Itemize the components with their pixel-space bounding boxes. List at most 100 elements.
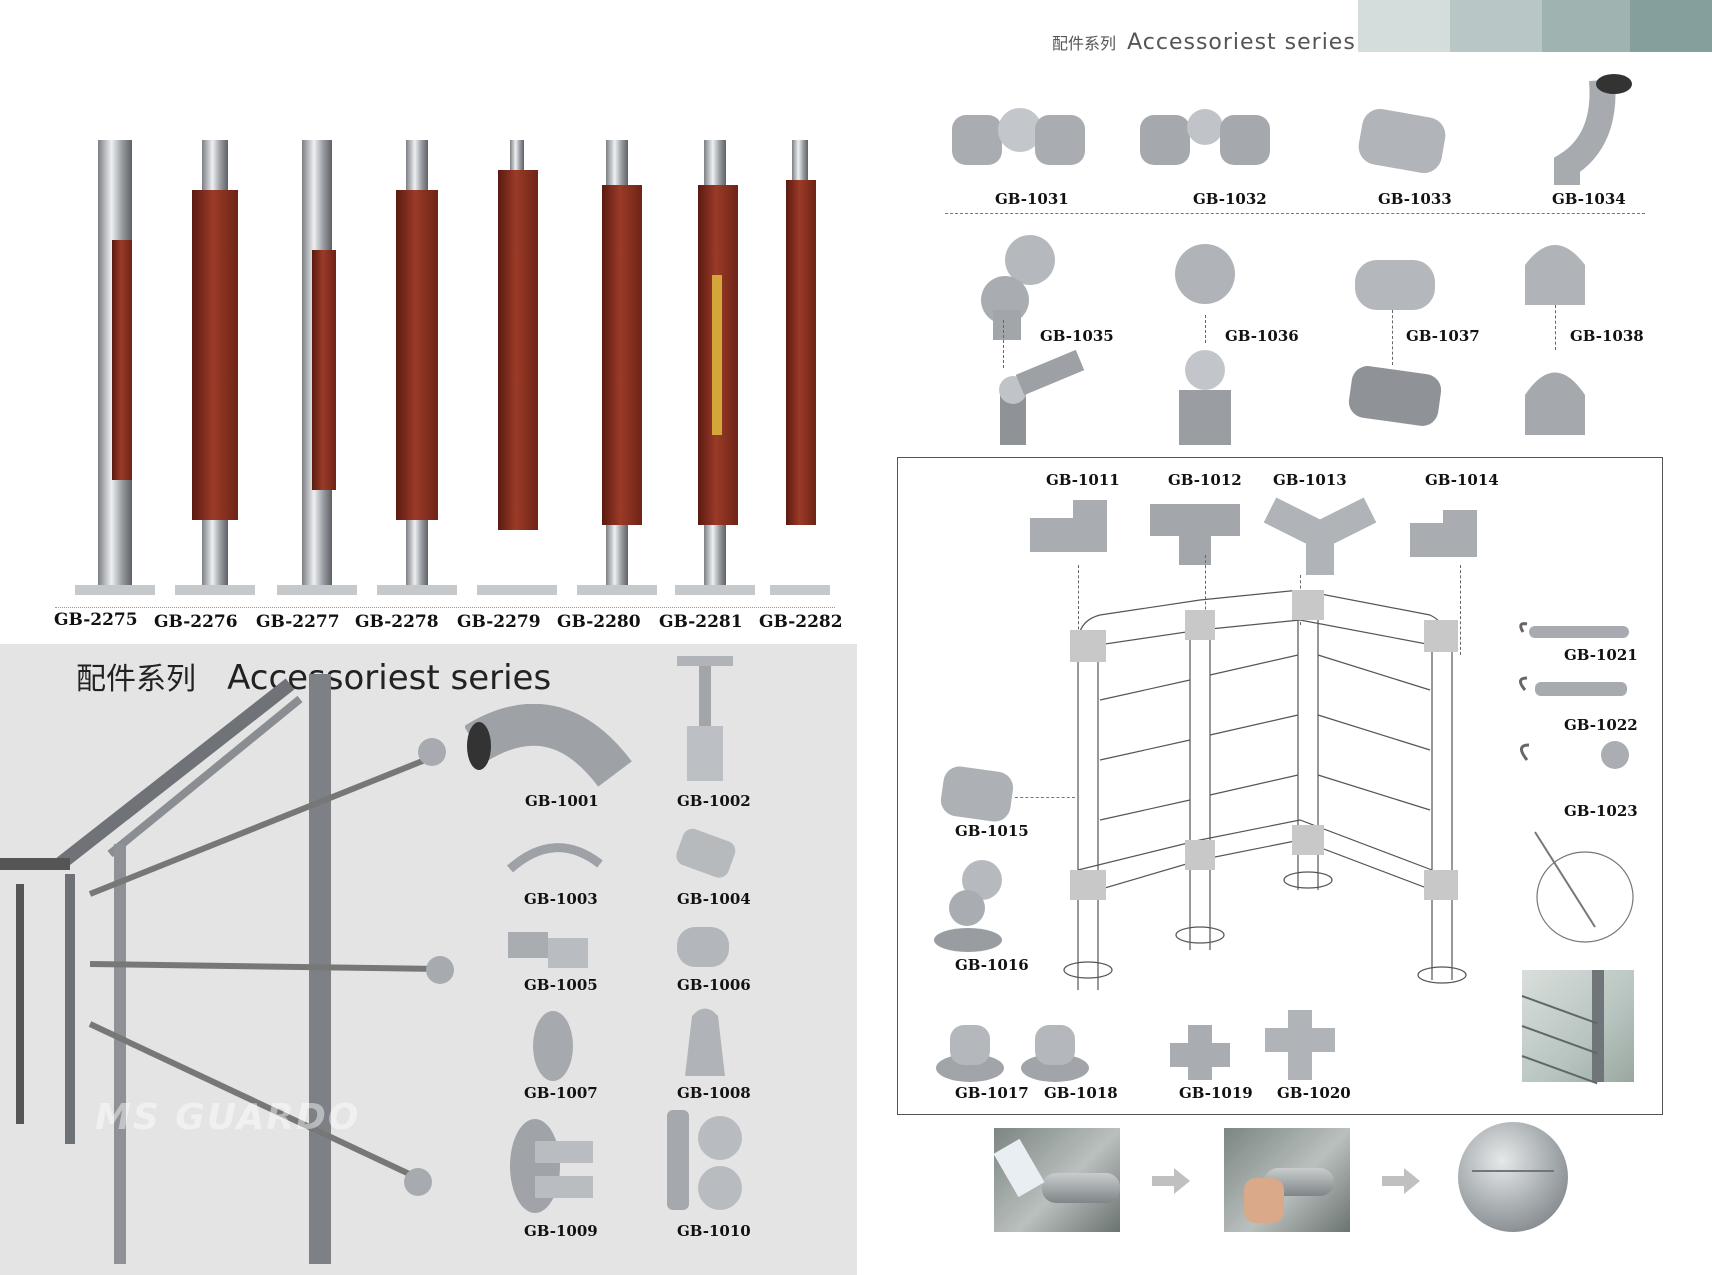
header-stripe-2 (1450, 0, 1542, 52)
arrow-right-icon-2 (1382, 1168, 1420, 1194)
fitting-swivel-icon (508, 932, 588, 968)
post-gb-2281 (670, 140, 760, 595)
guide-line-1012 (1205, 555, 1206, 625)
post-gb-2279 (472, 140, 562, 595)
diagram-label-gb-1017: GB-1017 (955, 1084, 1029, 1102)
post-label-4: GB-2278 (355, 612, 439, 632)
fitting-label-gb-1034: GB-1034 (1552, 190, 1626, 208)
post-gb-2278 (372, 140, 462, 595)
fitting-bracket-icon (677, 656, 733, 781)
fitting-barrel-icon (533, 1011, 573, 1081)
fitting-sleeve-icon (1358, 108, 1446, 174)
railing-illustration (0, 674, 454, 1264)
railing-frame-diagram (1063, 590, 1467, 990)
diagram-label-gb-1011: GB-1011 (1046, 471, 1120, 489)
fitting-flat-cap-icon (1348, 260, 1442, 426)
fitting-label-gb-1007: GB-1007 (524, 1084, 598, 1102)
fitting-label-gb-1001: GB-1001 (525, 792, 599, 810)
fitting-adjustable-ball-icon (981, 235, 1085, 445)
guide-line-1014 (1460, 565, 1461, 655)
fitting-endcap-icon (685, 1008, 725, 1076)
diagram-label-gb-1016: GB-1016 (955, 956, 1029, 974)
fitting-connector-icon (676, 828, 736, 878)
fitting-label-gb-1010: GB-1010 (677, 1222, 751, 1240)
fitting-label-gb-1035: GB-1035 (1040, 327, 1114, 345)
fitting-label-gb-1032: GB-1032 (1193, 190, 1267, 208)
cable-rail-photo (1521, 970, 1634, 1085)
diagram-sleeve-icon (940, 766, 1014, 822)
post-gb-2282 (770, 140, 840, 595)
diagram-label-gb-1023: GB-1023 (1564, 802, 1638, 820)
top-fittings-divider (945, 213, 1645, 214)
post-label-3: GB-2277 (256, 612, 340, 632)
post-label-5: GB-2279 (457, 612, 541, 632)
fitting-label-gb-1033: GB-1033 (1378, 190, 1452, 208)
post-label-8: GB-2282 (759, 612, 843, 632)
fitting-ball-joint-icon (952, 108, 1085, 165)
diagram-label-gb-1020: GB-1020 (1277, 1084, 1351, 1102)
diagram-label-gb-1014: GB-1014 (1425, 471, 1499, 489)
posts-section (50, 130, 840, 640)
guide-line-1038 (1555, 305, 1556, 350)
post-label-6: GB-2280 (557, 612, 641, 632)
post-gb-2275 (70, 140, 160, 595)
header-stripe-1 (1358, 0, 1450, 52)
fitting-label-gb-1004: GB-1004 (677, 890, 751, 908)
fitting-label-gb-1006: GB-1006 (677, 976, 751, 994)
header-title-cn: 配件系列 (1052, 34, 1117, 53)
left-title-cn: 配件系列 (76, 662, 196, 697)
diagram-label-gb-1019: GB-1019 (1179, 1084, 1253, 1102)
fitting-label-gb-1037: GB-1037 (1406, 327, 1480, 345)
install-step-3-photo (1458, 1122, 1568, 1232)
posts-divider (55, 607, 835, 608)
diagram-label-gb-1015: GB-1015 (955, 822, 1029, 840)
fitting-hinge-icon (1140, 109, 1270, 165)
fitting-label-gb-1031: GB-1031 (995, 190, 1069, 208)
post-label-1: GB-2275 (54, 610, 138, 630)
install-step-2-photo (1224, 1128, 1350, 1232)
header-stripe-4 (1630, 0, 1712, 52)
diagram-label-gb-1012: GB-1012 (1168, 471, 1242, 489)
diagram-base-flanges (936, 1010, 1335, 1082)
fitting-label-gb-1003: GB-1003 (524, 890, 598, 908)
diagram-label-gb-1022: GB-1022 (1564, 716, 1638, 734)
arrow-right-icon (1152, 1168, 1190, 1194)
post-gb-2276 (170, 140, 260, 595)
diagram-label-gb-1021: GB-1021 (1564, 646, 1638, 664)
guide-line-1015 (1015, 797, 1075, 798)
fitting-label-gb-1008: GB-1008 (677, 1084, 751, 1102)
fitting-wall-mount-icon (510, 1119, 593, 1213)
watermark-text: MS GUARDO (95, 1097, 361, 1138)
install-step-1-photo (993, 1128, 1120, 1232)
fitting-offset-icon (1554, 74, 1632, 185)
diagram-label-gb-1018: GB-1018 (1044, 1084, 1118, 1102)
fitting-dome-cap-icon (1525, 245, 1585, 435)
post-gb-2280 (572, 140, 662, 595)
fitting-holder-icon (677, 927, 729, 967)
fitting-elbow-icon (465, 704, 632, 788)
guide-line-1037 (1392, 310, 1393, 365)
post-gb-2277 (272, 140, 362, 595)
guide-line-1035 (1003, 320, 1004, 368)
fitting-label-gb-1005: GB-1005 (524, 976, 598, 994)
fitting-double-ball-icon (667, 1110, 742, 1210)
cable-coil-icon (1534, 831, 1634, 943)
guide-line-1011 (1078, 565, 1079, 655)
fitting-label-gb-1038: GB-1038 (1570, 327, 1644, 345)
header-stripe-3 (1542, 0, 1630, 52)
guide-line-1036 (1205, 315, 1206, 343)
turnbuckle-hooks (1519, 622, 1629, 769)
header-title-en: Accessoriest series (1127, 30, 1356, 55)
diagram-label-gb-1013: GB-1013 (1273, 471, 1347, 489)
fitting-label-gb-1002: GB-1002 (677, 792, 751, 810)
post-label-2: GB-2276 (154, 612, 238, 632)
left-accessory-panel: 配件系列 Accessoriest series MS GUARDO (0, 644, 857, 1275)
post-label-7: GB-2281 (659, 612, 743, 632)
fitting-ball-cap-icon (1175, 244, 1235, 445)
fitting-label-gb-1009: GB-1009 (524, 1222, 598, 1240)
fitting-bend-icon (507, 843, 603, 873)
diagram-tee-fittings (1030, 497, 1477, 575)
diagram-flange-ball-icon (934, 860, 1002, 952)
fitting-label-gb-1036: GB-1036 (1225, 327, 1299, 345)
page-header-title: 配件系列 Accessoriest series (1052, 30, 1356, 55)
